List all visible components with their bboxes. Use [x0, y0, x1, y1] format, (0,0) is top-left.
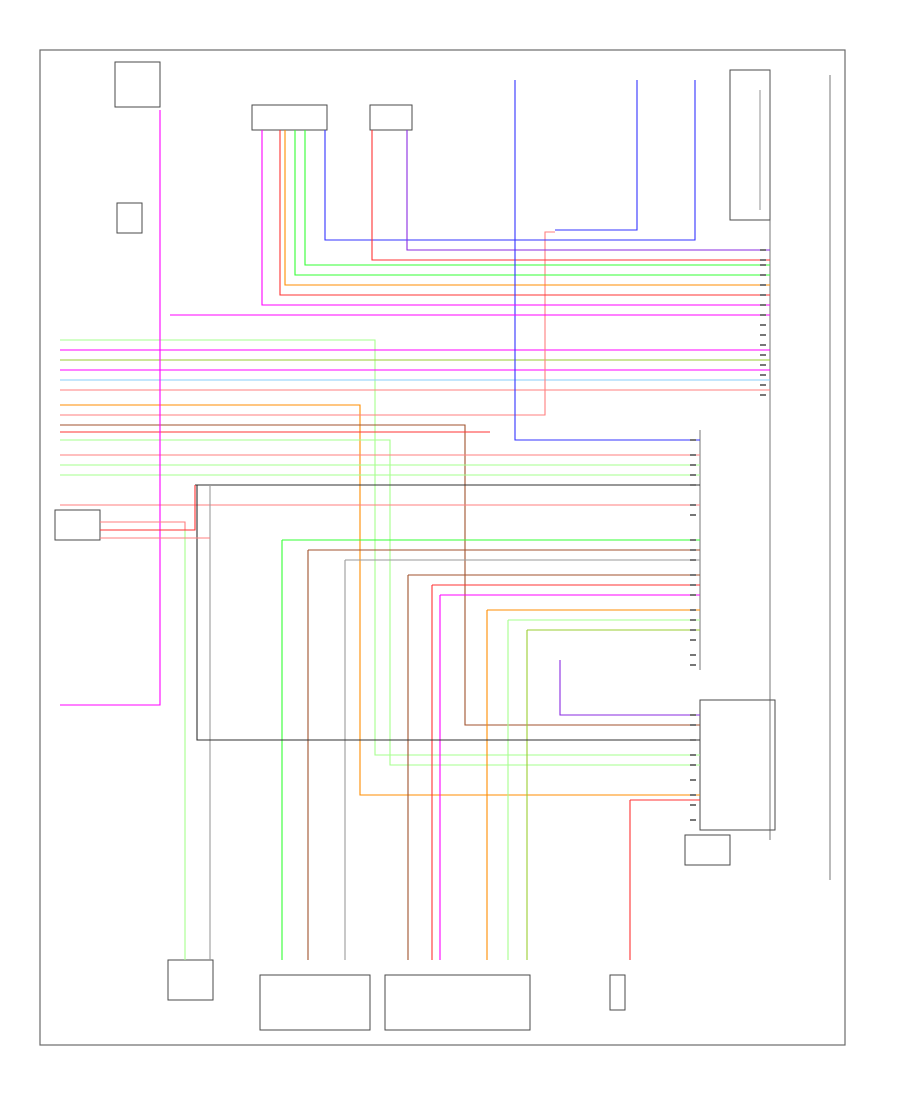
connector-pin: [760, 259, 766, 261]
wire-top-7: [406, 130, 770, 251]
connector-pin: [690, 619, 696, 621]
connector-pin: [760, 354, 766, 356]
connector-pin: [690, 794, 696, 796]
connector-pin: [690, 739, 696, 741]
connector-pin: [690, 664, 696, 666]
connector-pin: [690, 474, 696, 476]
connector-pin: [690, 754, 696, 756]
connector-pin: [690, 654, 696, 656]
connector-pin: [690, 549, 696, 551]
connector-pin: [760, 304, 766, 306]
connector-pin: [690, 714, 696, 716]
component-right-connector-block: [729, 69, 771, 221]
connector-pin: [690, 514, 696, 516]
connector-pin: [690, 539, 696, 541]
component-top-module: [369, 104, 413, 131]
connector-pin: [760, 384, 766, 386]
connector-pin: [690, 779, 696, 781]
connector-pin: [760, 284, 766, 286]
connector-pin: [760, 274, 766, 276]
connector-pin: [690, 639, 696, 641]
connector-pin: [760, 264, 766, 266]
wire-top-3: [294, 130, 770, 276]
connector-pin: [690, 504, 696, 506]
wire-h-1: [60, 339, 700, 756]
connector-pin: [760, 394, 766, 396]
component-right-control-module: [699, 699, 776, 831]
connector-pin: [690, 454, 696, 456]
connector-pin: [690, 764, 696, 766]
wire-h-7: [60, 404, 700, 796]
connector-pin: [690, 574, 696, 576]
connector-pin: [690, 609, 696, 611]
wire-group: [60, 80, 770, 960]
connector-pin: [690, 584, 696, 586]
connector-pin: [760, 344, 766, 346]
wire-top-4: [304, 130, 770, 266]
component-left-connector: [54, 509, 101, 541]
connector-pin: [760, 294, 766, 296]
connector-pin: [690, 804, 696, 806]
wire-top-10: [261, 130, 770, 306]
wire-left-connector-2: [100, 485, 196, 531]
connector-pin: [760, 314, 766, 316]
wire-top-6: [371, 130, 770, 261]
connector-pin: [690, 724, 696, 726]
connector-pin: [690, 559, 696, 561]
connector-pin: [690, 464, 696, 466]
component-bottom-switch-assembly-2: [384, 974, 531, 1031]
connector-pin: [760, 324, 766, 326]
component-bottom-sensor: [609, 974, 626, 1011]
wire-black-loop: [196, 485, 700, 741]
connector-dots: [690, 249, 766, 821]
connector-pin: [690, 594, 696, 596]
wire-h-8: [60, 231, 555, 416]
connector-pin: [690, 629, 696, 631]
connector-pin: [760, 364, 766, 366]
connector-pin: [760, 334, 766, 336]
wire-top-2: [284, 130, 770, 286]
component-lower-right-box: [684, 834, 731, 866]
wire-pink-trunk: [60, 110, 161, 706]
component-power-source-box: [116, 202, 143, 234]
wire-h-11: [60, 439, 700, 766]
wire-top-9: [555, 80, 638, 231]
connector-pin: [690, 484, 696, 486]
diagram-frame: [39, 49, 846, 1046]
component-bottom-left-sensor: [167, 959, 214, 1001]
wire-purple-loop: [559, 660, 700, 716]
wire-left-connector-1: [100, 521, 186, 530]
wire-top-8: [514, 80, 700, 441]
connector-pin: [690, 439, 696, 441]
connector-pin: [690, 819, 696, 821]
connector-pin: [760, 249, 766, 251]
connector-pin: [760, 374, 766, 376]
component-top-left-switch: [114, 61, 161, 108]
wire-top-1: [279, 130, 770, 296]
wire-top-5: [324, 80, 696, 241]
component-bottom-switch-assembly-1: [259, 974, 371, 1031]
component-top-control-unit: [251, 104, 328, 131]
